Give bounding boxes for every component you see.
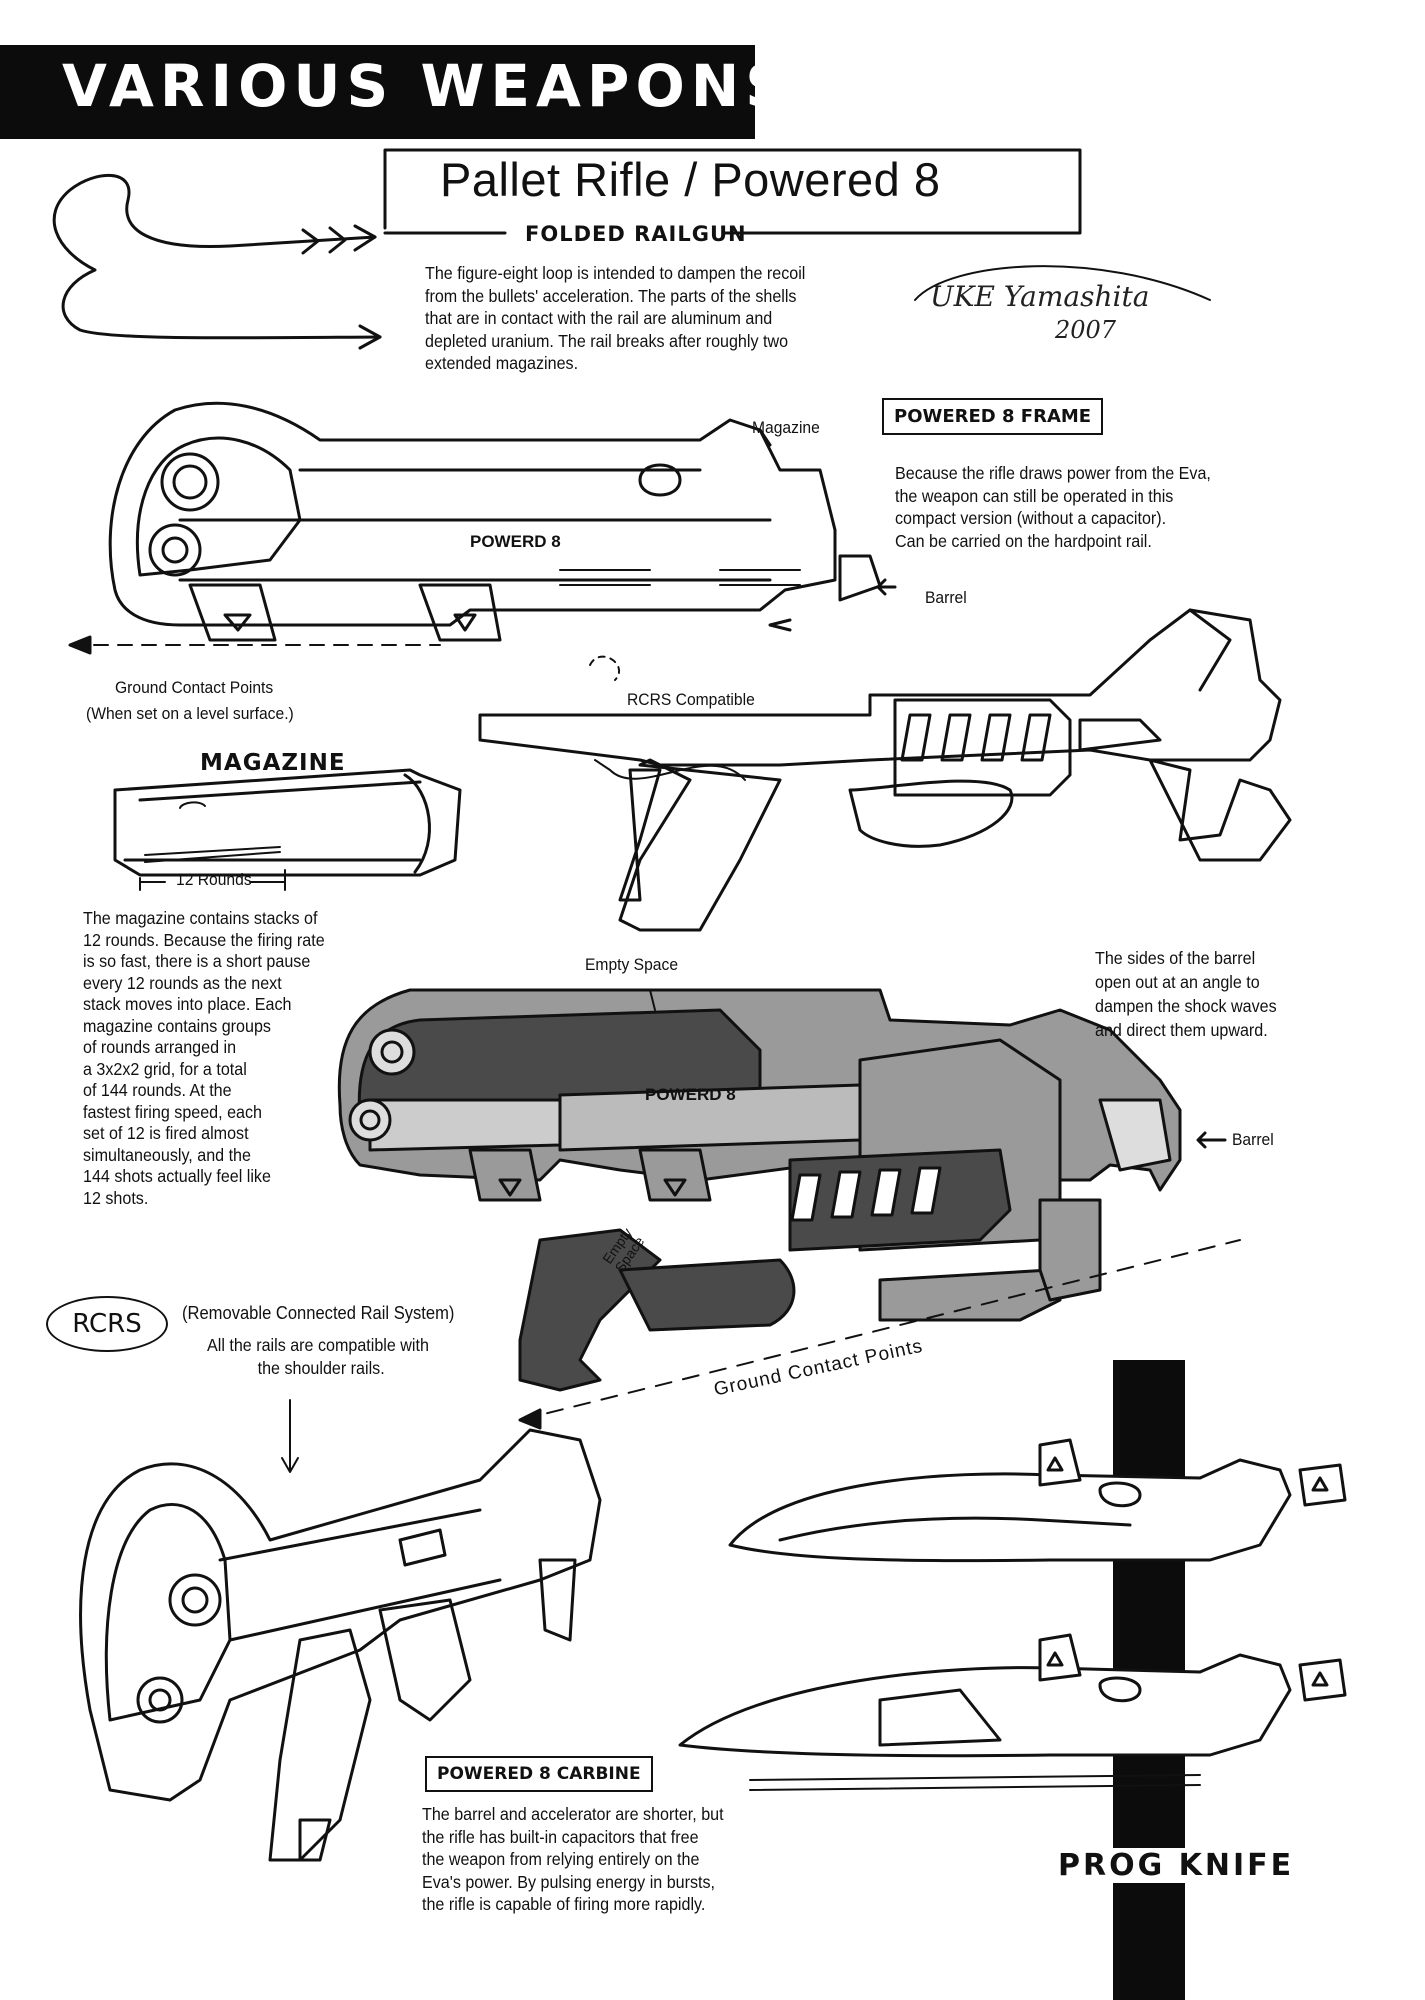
barrel-note-line: and direct them upward. (1095, 1020, 1268, 1040)
magazine-line: The magazine contains stacks of (83, 908, 318, 928)
magazine-description: The magazine contains stacks of 12 round… (83, 908, 325, 1209)
weapon-subtitle: FOLDED RAILGUN (525, 222, 747, 246)
magazine-line: 144 shots actually feel like (83, 1166, 271, 1186)
frame-description: Because the rifle draws power from the E… (895, 462, 1211, 552)
barrel-note: The sides of the barrel open out at an a… (1095, 946, 1277, 1042)
powered-8-carbine-label: POWERED 8 CARBINE (425, 1756, 653, 1792)
ground-contact-note: (When set on a level surface.) (86, 704, 294, 723)
carbine-line: the rifle is capable of firing more rapi… (422, 1894, 706, 1914)
magazine-line: 12 rounds. Because the firing rate (83, 929, 325, 950)
powered-8-frame-label: POWERED 8 FRAME (882, 398, 1104, 435)
magazine-line: 12 shots. (83, 1187, 149, 1208)
title-frame (383, 148, 1082, 235)
ground-contact-label: Ground Contact Points (115, 678, 274, 697)
frame-line: the weapon can still be operated in this (895, 485, 1174, 506)
magazine-line: fastest firing speed, each (83, 1101, 262, 1122)
barrel-label-top: Barrel (925, 588, 967, 607)
header-bar (0, 45, 755, 139)
carbine-description: The barrel and accelerator are shorter, … (422, 1803, 724, 1916)
rcrs-compatible-label: RCRS Compatible (627, 690, 755, 709)
carbine-line: The barrel and accelerator are shorter, … (422, 1804, 724, 1824)
artist-signature: UKE Yamashita (930, 280, 1150, 313)
intro-line: extended magazines. (425, 353, 579, 373)
magazine-line: is so fast, there is a short pause (83, 951, 311, 971)
magazine-line: of 144 rounds. At the (83, 1080, 232, 1100)
empty-space-label: Empty Space (585, 955, 679, 974)
intro-line: depleted uranium. The rail breaks after … (425, 330, 789, 351)
powered-8-carbine-sketch (79, 1428, 602, 1862)
magazine-line: set of 12 is fired almost (83, 1123, 249, 1143)
rcrs-title: (Removable Connected Rail System) (182, 1303, 455, 1323)
magazine-sketch (113, 768, 462, 891)
rifle-logo-mid: POWERD 8 (645, 1085, 736, 1104)
rifle-logo-top: POWERD 8 (470, 532, 561, 551)
intro-text: The figure-eight loop is intended to dam… (425, 262, 805, 375)
signature-year: 2007 (1055, 316, 1117, 344)
frame-line: compact version (without a capacitor). (895, 508, 1167, 528)
intro-line: The figure-eight loop is intended to dam… (425, 263, 806, 283)
magazine-line: stack moves into place. Each (83, 994, 292, 1014)
carbine-line: the rifle has built-in capacitors that f… (422, 1826, 699, 1847)
frame-line: Can be carried on the hardpoint rail. (895, 530, 1152, 551)
rcrs-compatible-sketch (478, 608, 1292, 932)
powered-8-frame-sketch (108, 401, 882, 642)
powered-8-shaded-sketch (337, 988, 1182, 1392)
figure-eight-arrow-icon (52, 173, 382, 340)
magazine-title: MAGAZINE (200, 750, 346, 776)
carbine-line: the weapon from relying entirely on the (422, 1849, 700, 1869)
magazine-line: a 3x2x2 grid, for a total (83, 1058, 247, 1079)
magazine-line: magazine contains groups (83, 1015, 271, 1036)
rcrs-line: the shoulder rails. (257, 1358, 385, 1378)
carbine-line: Eva's power. By pulsing energy in bursts… (422, 1871, 716, 1892)
rounds-label: 12 Rounds (176, 870, 252, 889)
rcrs-badge: RCRS (46, 1296, 168, 1352)
barrel-label-mid: Barrel (1232, 1130, 1274, 1149)
page-title: VARIOUS WEAPONS (62, 52, 794, 120)
intro-line: that are in contact with the rail are al… (425, 308, 773, 328)
rcrs-description: All the rails are compatible with the sh… (207, 1334, 429, 1380)
prog-knife-title: PROG KNIFE (1048, 1848, 1305, 1883)
barrel-note-line: open out at an angle to (1095, 972, 1260, 992)
barrel-note-line: The sides of the barrel (1095, 948, 1256, 968)
prog-knife-sketch (678, 1360, 1347, 2000)
intro-line: from the bullets' acceleration. The part… (425, 285, 797, 306)
magazine-line: simultaneously, and the (83, 1144, 251, 1165)
rcrs-line: All the rails are compatible with (207, 1335, 429, 1355)
magazine-line: every 12 rounds as the next (83, 972, 282, 993)
frame-line: Because the rifle draws power from the E… (895, 463, 1211, 483)
weapon-title: Pallet Rifle / Powered 8 (440, 153, 941, 206)
barrel-note-line: dampen the shock waves (1095, 996, 1277, 1016)
magazine-line: of rounds arranged in (83, 1037, 237, 1057)
magazine-label: Magazine (752, 418, 820, 437)
